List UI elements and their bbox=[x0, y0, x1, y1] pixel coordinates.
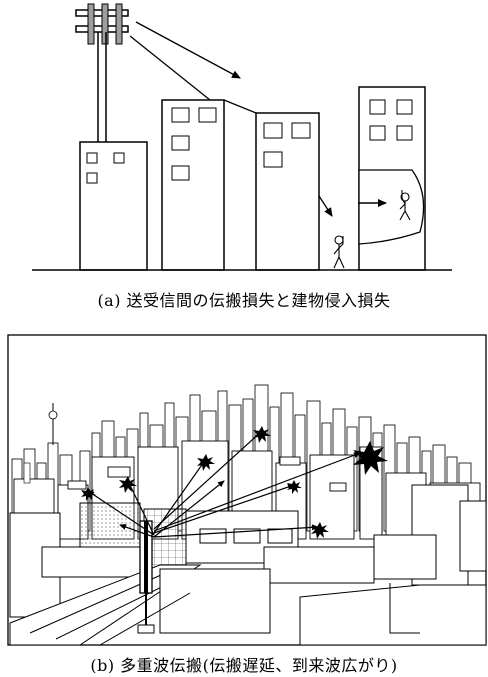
arrow-icon bbox=[127, 480, 155, 536]
arrow-icon bbox=[318, 195, 333, 217]
figure-a-illustration bbox=[32, 3, 452, 271]
arrow-icon bbox=[153, 458, 207, 534]
arrow-icon bbox=[153, 430, 263, 530]
person-with-phone-icon bbox=[399, 190, 411, 221]
building-icon bbox=[255, 112, 320, 271]
reflection-burst-icon bbox=[81, 426, 388, 539]
arrow-icon bbox=[153, 484, 295, 534]
figure-b-illustration bbox=[7, 334, 487, 646]
building-icon bbox=[358, 86, 426, 271]
antenna-mast-icon bbox=[137, 520, 155, 634]
antenna-tower-icon bbox=[75, 3, 129, 142]
path-line bbox=[129, 35, 211, 101]
arrow-icon bbox=[153, 524, 319, 538]
building-icon bbox=[161, 99, 225, 271]
figure-a: (a) 送受信間の伝搬損失と建物侵入損失 bbox=[0, 0, 488, 330]
arrow-icon bbox=[135, 21, 241, 79]
figure-b-caption: (b) 多重波伝搬(伝搬遅延、到来波広がり) bbox=[90, 656, 398, 675]
figure-a-caption: (a) 送受信間の伝搬損失と建物侵入損失 bbox=[97, 291, 391, 310]
path-line bbox=[223, 99, 257, 114]
person-with-phone-icon bbox=[333, 235, 345, 269]
arrow-icon bbox=[119, 524, 155, 538]
arrow-icon bbox=[87, 490, 155, 536]
arrow-icon bbox=[153, 452, 361, 532]
building-icon bbox=[79, 141, 148, 271]
arrow-icon bbox=[153, 480, 225, 538]
figure-b: (b) 多重波伝搬(伝搬遅延、到来波広がり) bbox=[0, 333, 488, 677]
multipath-rays bbox=[87, 430, 361, 538]
